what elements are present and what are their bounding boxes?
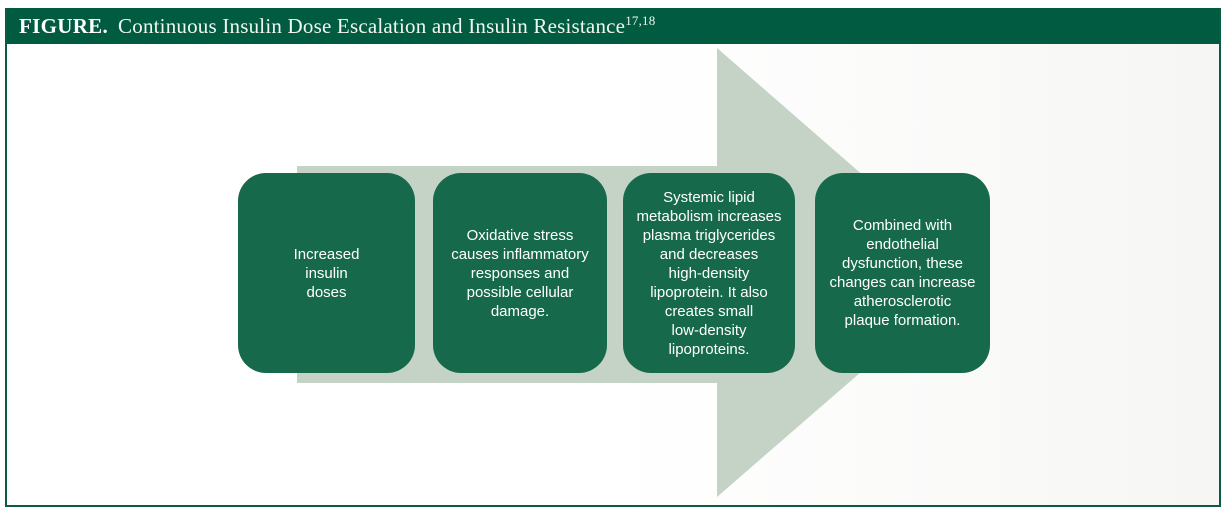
figure-header: FIGURE. Continuous Insulin Dose Escalati… [7, 8, 1219, 44]
figure-title-text: Continuous Insulin Dose Escalation and I… [118, 13, 626, 38]
flow-step-1-text: Increased insulin doses [293, 245, 360, 301]
figure-citation: 17,18 [625, 12, 656, 28]
flow-step-3-text: Systemic lipid metabolism increases plas… [636, 188, 782, 358]
figure-frame: FIGURE. Continuous Insulin Dose Escalati… [5, 8, 1221, 507]
figure-label: FIGURE. [19, 13, 109, 38]
flow-step-2-text: Oxidative stress causes inflammatory res… [451, 226, 589, 320]
flow-step-4: Combined with endothelial dysfunction, t… [815, 173, 990, 373]
flow-step-1: Increased insulin doses [238, 173, 415, 373]
flow-step-2: Oxidative stress causes inflammatory res… [433, 173, 607, 373]
flow-step-4-text: Combined with endothelial dysfunction, t… [829, 217, 976, 329]
right-arrow-icon [297, 48, 975, 497]
figure-body: Increased insulin doses Oxidative stress… [7, 44, 1219, 505]
figure-title: Continuous Insulin Dose Escalation and I… [118, 14, 655, 39]
flow-step-3: Systemic lipid metabolism increases plas… [623, 173, 795, 373]
